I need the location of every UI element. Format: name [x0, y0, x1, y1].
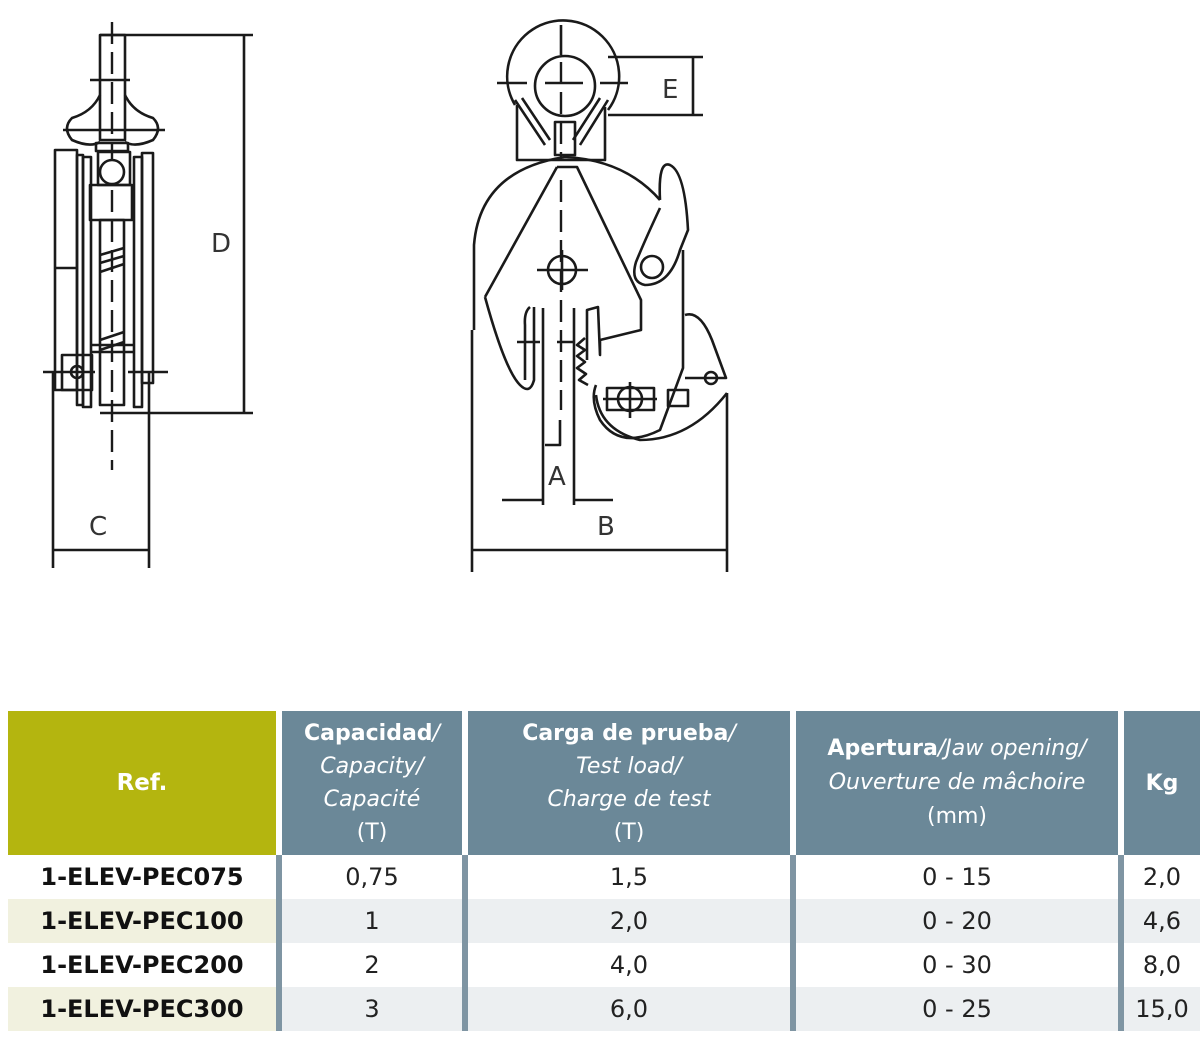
header-jaw-es: Apertura: [827, 736, 938, 761]
table-cell-ref: 1-ELEV-PEC200: [40, 951, 244, 979]
table-cell-kg: 2,0: [1142, 863, 1182, 891]
dimension-label-b: B: [597, 512, 615, 542]
dimension-label-d: D: [211, 229, 231, 259]
table-cell-test-load: 1,5: [609, 863, 649, 891]
header-kg-label: Kg: [1145, 770, 1179, 796]
table-cell-capacity: 3: [282, 987, 462, 1031]
table-cell-test-load: 2,0: [468, 899, 790, 943]
header-capacity: Capacidad/ Capacity/ Capacité (T): [282, 711, 462, 855]
header-test-load-unit: (T): [613, 820, 645, 845]
table-cell-test-load: 4,0: [609, 951, 649, 979]
header-capacity-es: Capacidad: [304, 721, 433, 746]
table-cell-kg: 15,0: [1124, 987, 1200, 1031]
table-cell-capacity: 1: [282, 899, 462, 943]
header-jaw-en: /Jaw opening/: [937, 736, 1087, 761]
column-divider: [462, 855, 468, 1031]
table-cell-kg: 8,0: [1142, 951, 1182, 979]
technical-drawing: D C E A: [43, 19, 729, 572]
header-capacity-unit: (T): [356, 820, 388, 845]
dimension-label-a: A: [548, 462, 566, 492]
header-test-load-es: Carga de prueba: [522, 721, 729, 746]
column-divider: [1118, 855, 1124, 1031]
table-cell-jaw: 0 - 15: [922, 863, 992, 891]
header-kg: Kg: [1124, 711, 1200, 855]
dimension-label-e: E: [662, 75, 678, 105]
header-ref: Ref.: [8, 711, 276, 855]
table-cell-test-load: 6,0: [468, 987, 790, 1031]
header-jaw-fr: Ouverture de mâchoire: [828, 770, 1086, 795]
table-cell-kg: 4,6: [1124, 899, 1200, 943]
header-test-load-fr: Charge de test: [547, 787, 711, 812]
table-cell-capacity: 2: [364, 951, 380, 979]
header-capacity-fr: Capacité: [323, 787, 421, 812]
dimension-label-c: C: [89, 512, 107, 542]
header-capacity-en: Capacity/: [320, 754, 424, 779]
table-cell-ref: 1-ELEV-PEC300: [8, 987, 276, 1031]
header-test-load-en: Test load/: [576, 754, 682, 779]
front-view: E A B: [470, 19, 729, 572]
column-divider: [276, 855, 282, 1031]
header-test-load: Carga de prueba/ Test load/ Charge de te…: [468, 711, 790, 855]
header-capacity-slash: /: [432, 721, 440, 746]
header-jaw-unit: (mm): [926, 804, 988, 829]
header-jaw-opening: Apertura/Jaw opening/ Ouverture de mâcho…: [796, 711, 1118, 855]
header-test-load-slash: /: [728, 721, 736, 746]
table-cell-capacity: 0,75: [345, 863, 399, 891]
table-cell-jaw: 0 - 25: [796, 987, 1118, 1031]
table-cell-ref: 1-ELEV-PEC100: [8, 899, 276, 943]
table-cell-jaw: 0 - 20: [796, 899, 1118, 943]
side-view: D C: [43, 22, 253, 568]
table-cell-jaw: 0 - 30: [922, 951, 992, 979]
column-divider: [790, 855, 796, 1031]
table-cell-ref: 1-ELEV-PEC075: [40, 863, 244, 891]
